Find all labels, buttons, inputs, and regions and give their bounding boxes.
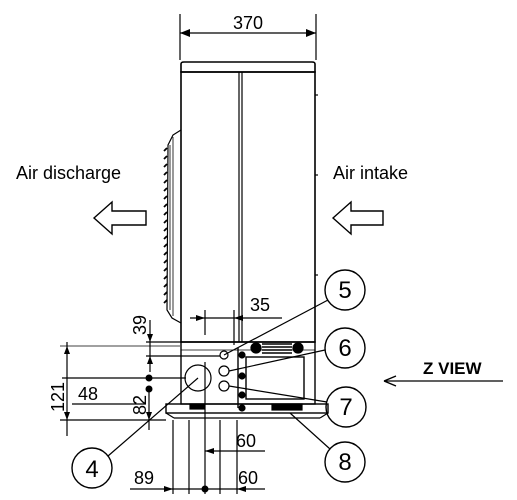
dimension-label-60-lower: 60 — [238, 468, 258, 488]
dimension-width-top: 370 — [179, 13, 317, 60]
port-small-3 — [218, 380, 230, 392]
dimension-82: 82 — [130, 389, 152, 430]
dimension-label-width: 370 — [233, 13, 263, 33]
dimension-48: 48 — [62, 374, 186, 405]
callout-label-8: 8 — [338, 449, 351, 476]
port-small-1 — [219, 350, 229, 360]
port-small-2 — [218, 365, 230, 377]
dimension-121: 121 — [48, 342, 180, 436]
dimension-label-48: 48 — [78, 384, 98, 404]
dimension-label-82: 82 — [130, 395, 150, 415]
callout-label-5: 5 — [338, 277, 351, 304]
dimension-label-89: 89 — [134, 468, 154, 488]
label-air-discharge: Air discharge — [16, 163, 121, 183]
base-coil — [250, 342, 304, 354]
dimension-label-39: 39 — [130, 315, 150, 335]
unit-body — [163, 61, 329, 419]
dimension-bottom: 60 89 60 — [130, 362, 265, 494]
dimension-label-60-upper: 60 — [236, 431, 256, 451]
arrow-left-line-icon — [383, 375, 397, 387]
callout-7: 7 — [228, 385, 367, 428]
callout-8: 8 — [289, 412, 366, 483]
dimension-39: 39 — [130, 315, 220, 372]
dimension-label-35: 35 — [250, 295, 270, 315]
callout-label-7: 7 — [339, 394, 352, 421]
callout-label-6: 6 — [338, 335, 351, 362]
arrow-left-outline-icon — [331, 200, 384, 236]
discharge-grille — [163, 129, 182, 324]
arrow-left-outline-icon — [92, 200, 147, 236]
dimension-35: 35 — [190, 295, 282, 345]
label-air-intake: Air intake — [333, 163, 408, 183]
dimension-label-121: 121 — [48, 382, 68, 412]
callout-6: 6 — [228, 327, 366, 372]
callout-4: 4 — [71, 377, 199, 489]
callout-5: 5 — [223, 269, 366, 356]
label-z-view: Z VIEW — [423, 359, 483, 378]
callout-label-4: 4 — [85, 456, 98, 483]
